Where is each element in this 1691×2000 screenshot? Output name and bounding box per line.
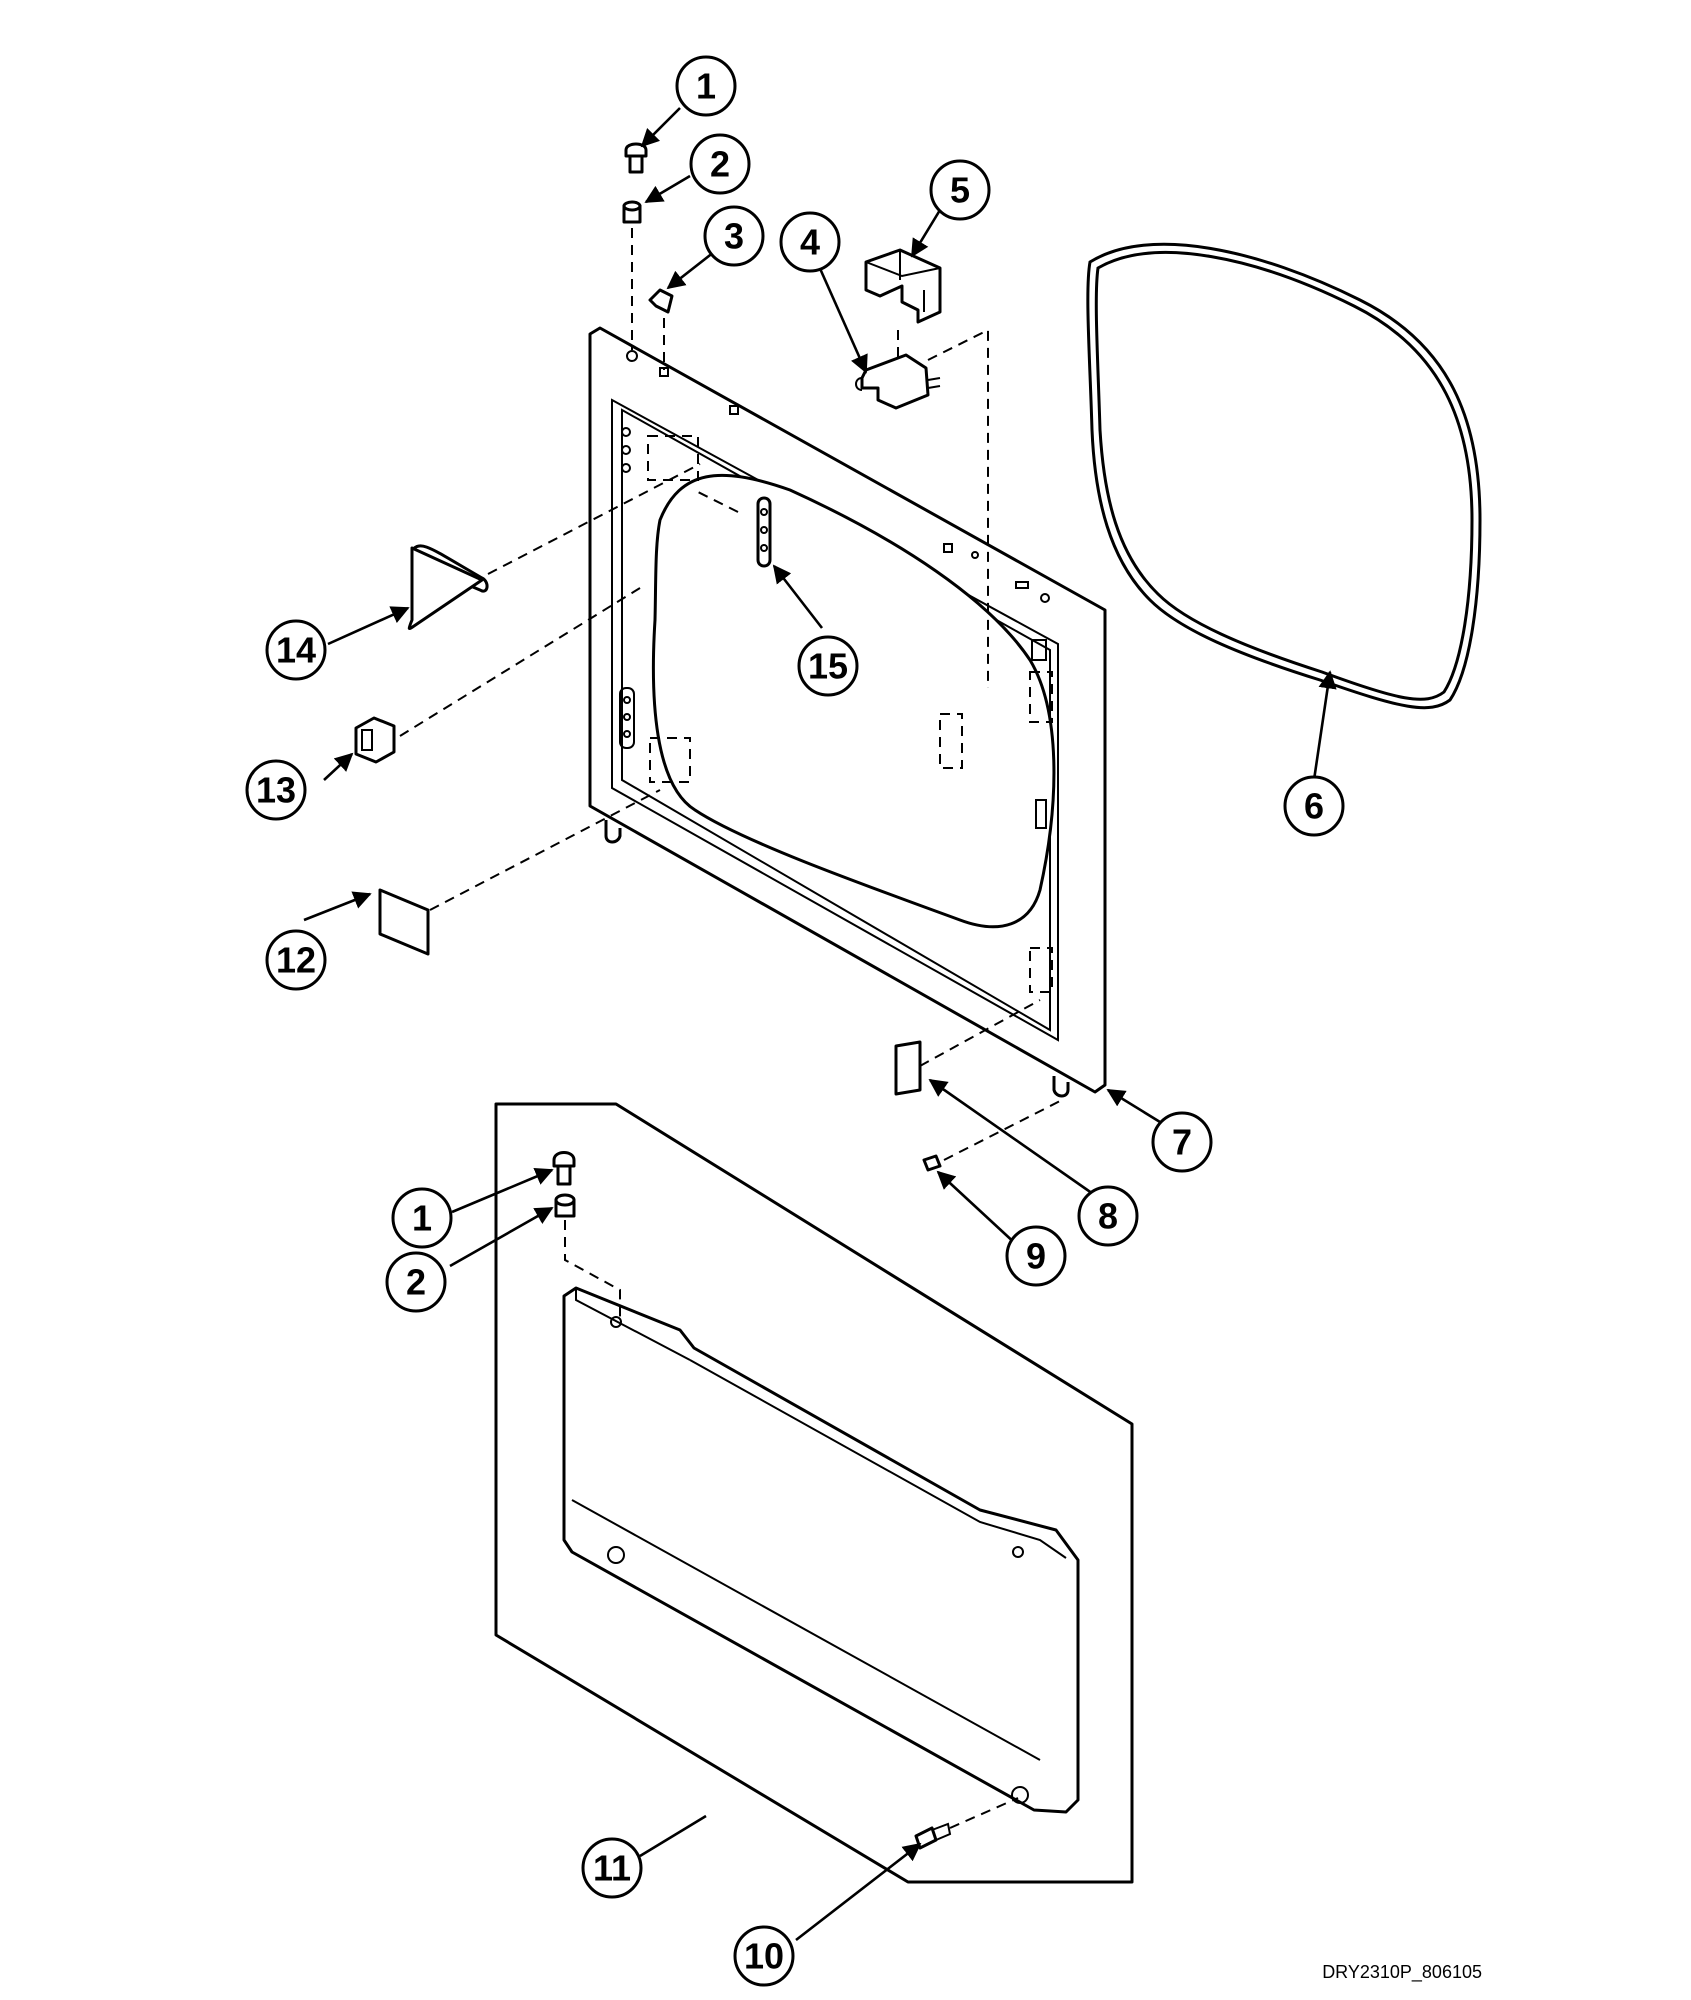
callout-label: 3 <box>724 216 744 257</box>
callout-10: 10 <box>733 1925 795 1987</box>
callout-4: 4 <box>779 211 841 273</box>
callout-label: 5 <box>950 170 970 211</box>
door-switch <box>855 353 941 410</box>
callout-label: 10 <box>744 1936 784 1977</box>
callout-label: 1 <box>696 66 716 107</box>
clip-top <box>648 288 674 314</box>
callout-6: 6 <box>1283 775 1345 837</box>
callout-1-top: 1 <box>675 55 737 117</box>
callout-12: 12 <box>265 929 327 991</box>
assembly-lines <box>399 228 1063 1829</box>
door-handle-strip <box>756 496 772 568</box>
triangle-label <box>407 544 489 630</box>
callout-label: 11 <box>593 1848 631 1889</box>
callout-2-top: 2 <box>689 133 751 195</box>
callout-label: 7 <box>1172 1122 1192 1163</box>
screw-9 <box>922 1154 942 1172</box>
callout-label: 14 <box>276 630 316 671</box>
callout-5: 5 <box>929 159 991 221</box>
callout-9: 9 <box>1005 1225 1067 1287</box>
screw-10 <box>914 1822 952 1850</box>
callout-3: 3 <box>703 205 765 267</box>
callout-label: 8 <box>1098 1196 1118 1237</box>
callout-15: 15 <box>797 635 859 697</box>
square-label-left <box>378 888 430 956</box>
callout-label: 15 <box>808 646 848 687</box>
callout-7: 7 <box>1151 1111 1213 1173</box>
callout-label: 4 <box>800 222 820 263</box>
callout-label: 13 <box>256 770 296 811</box>
callout-label: 2 <box>710 144 730 185</box>
push-button <box>354 716 396 764</box>
kickplate-outline <box>494 1102 1134 1884</box>
callout-2-bottom: 2 <box>385 1251 447 1313</box>
spacer-bottom <box>554 1193 576 1218</box>
callout-14: 14 <box>265 619 327 681</box>
callout-11: 11 <box>581 1837 643 1899</box>
callout-label: 9 <box>1026 1236 1046 1277</box>
callout-label: 2 <box>406 1262 426 1303</box>
callout-label: 12 <box>276 940 316 981</box>
leader-lines <box>303 107 1337 1942</box>
callout-label: 1 <box>412 1198 432 1239</box>
drawing-code: DRY2310P_806105 <box>1322 1962 1482 1983</box>
spacer-top <box>622 200 642 224</box>
callout-1-bottom: 1 <box>391 1187 453 1249</box>
screw-top <box>624 142 648 174</box>
callout-label: 6 <box>1304 786 1324 827</box>
screw-bottom <box>552 1151 576 1186</box>
callout-8: 8 <box>1077 1185 1139 1247</box>
callout-13: 13 <box>245 759 307 821</box>
front-panel <box>588 326 1107 1098</box>
door-gasket <box>1086 242 1482 710</box>
switch-cover <box>864 248 942 324</box>
kickplate <box>562 1286 1080 1814</box>
rectangle-label-right <box>894 1040 922 1096</box>
